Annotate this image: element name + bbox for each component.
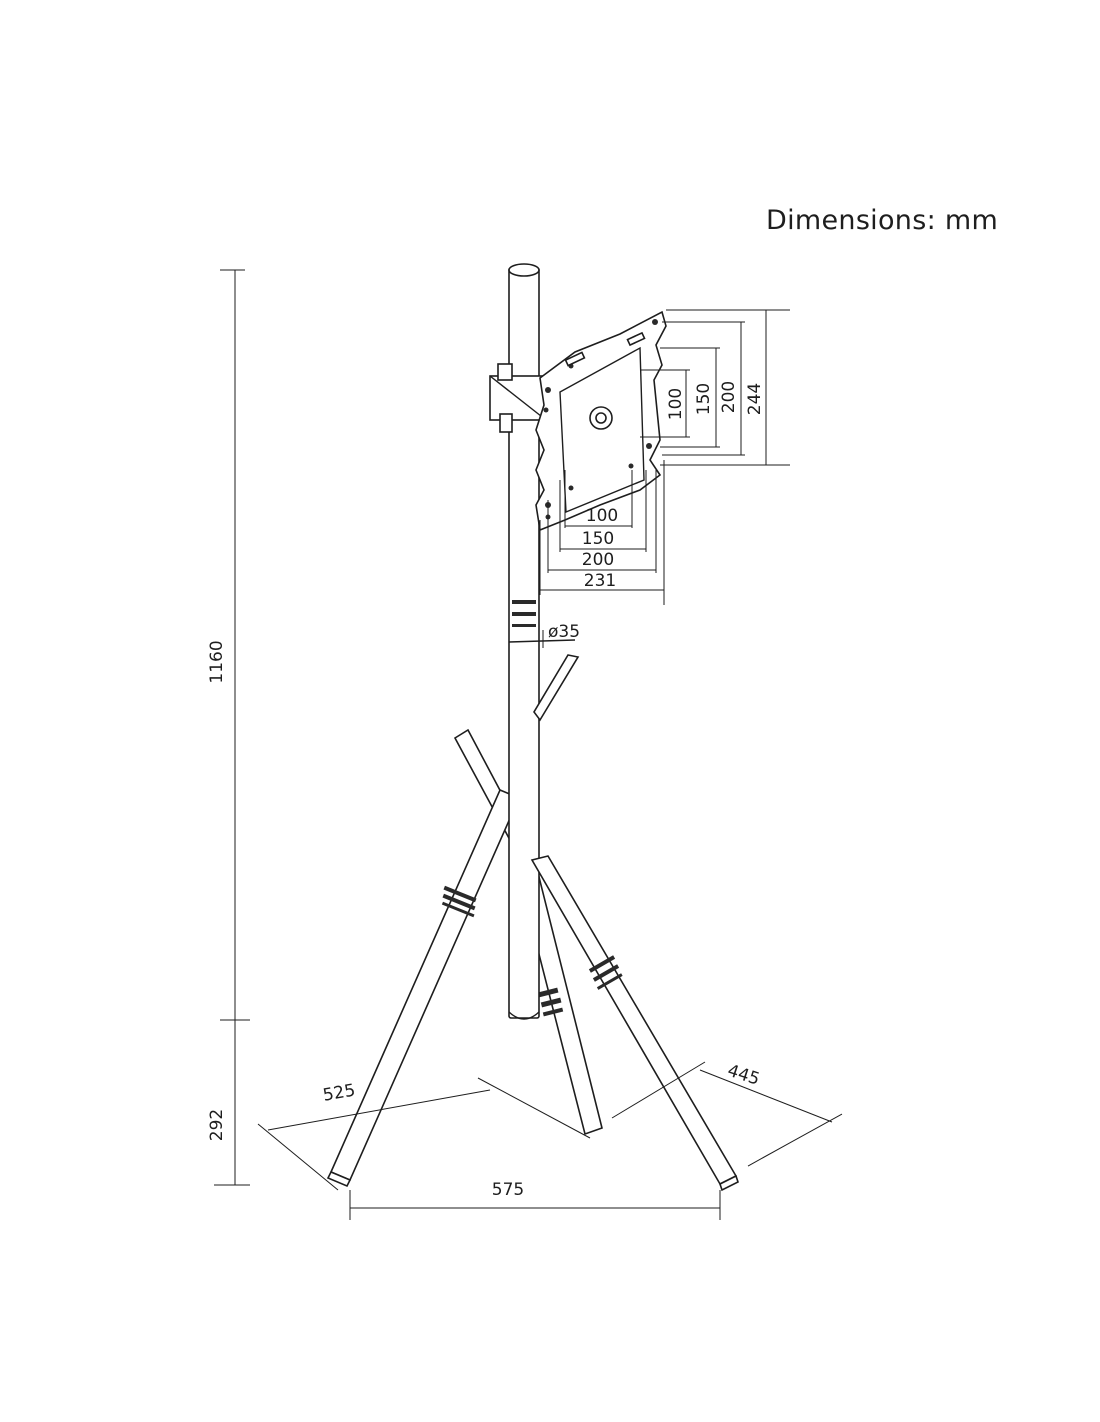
vesa-vertical-dims: 100 150 200 244 (640, 309, 790, 466)
dim-overall-height: 1160 (207, 640, 227, 683)
dim-leg-right: 445 (725, 1061, 762, 1090)
dim-base-height: 292 (207, 1109, 227, 1141)
dim-vesa-v-100: 100 (666, 388, 686, 420)
dim-pole-diameter: ø35 (548, 622, 580, 642)
dim-vesa-h-200: 200 (582, 550, 614, 570)
dim-vesa-h-150: 150 (582, 529, 614, 549)
dim-vesa-h-231: 231 (584, 571, 616, 591)
vesa-plate (535, 310, 667, 532)
pole-clamp (489, 363, 547, 433)
pole (508, 263, 540, 1020)
dim-leg-left: 525 (321, 1080, 356, 1105)
dim-vesa-v-244: 244 (745, 383, 765, 415)
dim-vesa-h-100: 100 (586, 506, 618, 526)
dim-base-width: 575 (492, 1180, 524, 1200)
leg-left (326, 728, 539, 1188)
dim-vesa-v-150: 150 (694, 383, 714, 415)
pole-diameter-callout: ø35 (508, 622, 580, 648)
height-dimension: 1160 292 (207, 269, 250, 1186)
vesa-horizontal-dims: 100 150 200 231 (539, 460, 665, 605)
leg-right (530, 654, 739, 1192)
dim-vesa-v-200: 200 (719, 381, 739, 413)
units-label: Dimensions: mm (766, 205, 999, 236)
